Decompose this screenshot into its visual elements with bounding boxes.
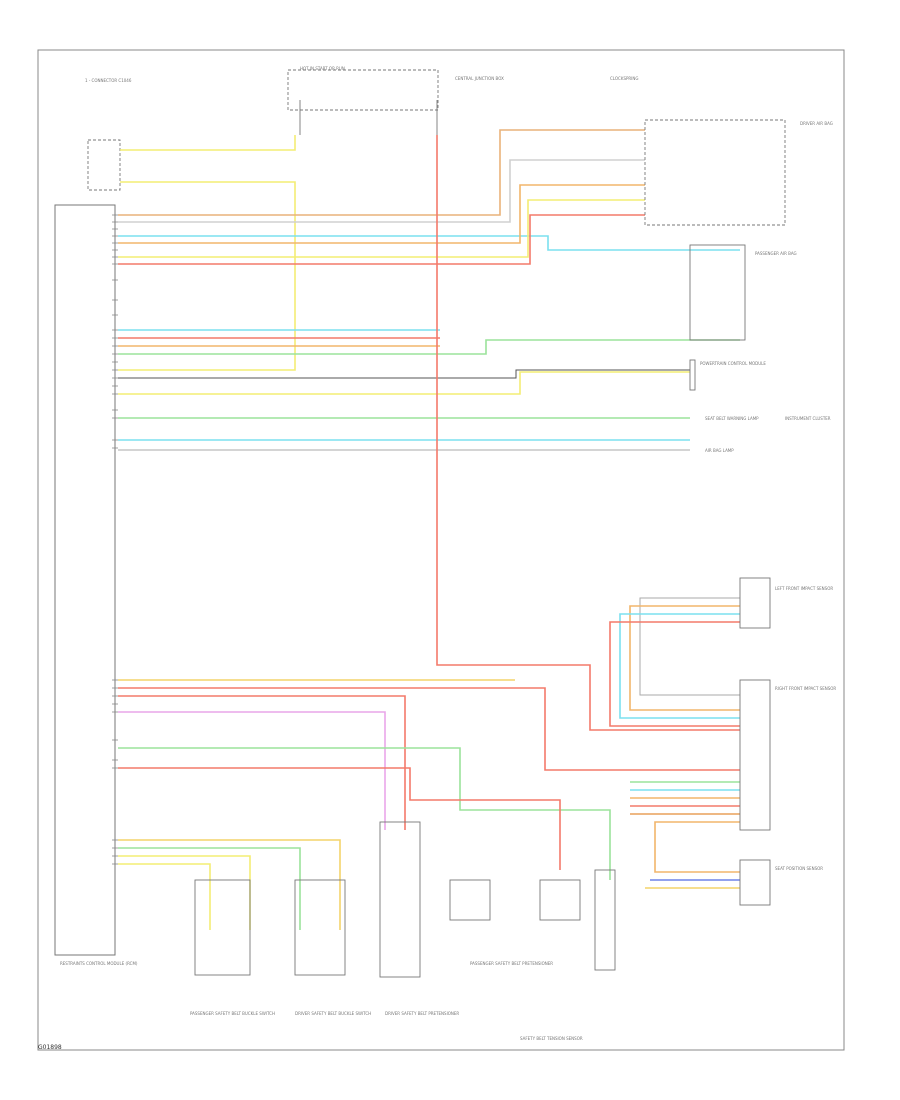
right-component-boxes xyxy=(194,119,786,978)
wire-yel-gry-switch xyxy=(120,135,296,151)
wire-brn-wht xyxy=(118,129,645,216)
footer-code: G01898 xyxy=(38,1044,62,1051)
wire-red-blk-top xyxy=(118,214,645,265)
wire-right-3 xyxy=(619,613,740,719)
svg-text:SEAT BELT WARNING LAMP: SEAT BELT WARNING LAMP xyxy=(705,416,759,421)
wire-bottom-1 xyxy=(118,839,341,930)
wire-bottom-4 xyxy=(118,863,211,930)
wire-lb-blk xyxy=(118,235,740,251)
passenger-switch-symbol xyxy=(87,139,121,191)
wire-lg-vio-switch xyxy=(118,181,296,371)
wire-tan-red-low xyxy=(118,687,740,771)
svg-text:HOT IN START OR RUN: HOT IN START OR RUN xyxy=(300,66,345,71)
svg-text:PASSENGER SAFETY BELT PRETENSI: PASSENGER SAFETY BELT PRETENSIONER xyxy=(470,961,553,966)
wire-bottom-3 xyxy=(118,855,251,930)
wire-red-trunk xyxy=(436,135,740,731)
wire-right-10 xyxy=(654,821,740,873)
wire-lg-low xyxy=(118,747,611,880)
svg-text:DRIVER SAFETY BELT PRETENSIONE: DRIVER SAFETY BELT PRETENSIONER xyxy=(385,1011,459,1016)
wire-tan-red xyxy=(118,184,645,244)
svg-text:LEFT FRONT IMPACT SENSOR: LEFT FRONT IMPACT SENSOR xyxy=(775,586,833,591)
svg-text:POWERTRAIN CONTROL MODULE: POWERTRAIN CONTROL MODULE xyxy=(700,361,766,366)
wire-gray-1 xyxy=(118,159,645,223)
wire-red-low xyxy=(118,695,406,830)
svg-text:CLOCKSPRING: CLOCKSPRING xyxy=(610,76,638,81)
wire-right-1 xyxy=(639,597,740,696)
wire-brn xyxy=(118,369,690,379)
wire-lg xyxy=(118,339,740,355)
wire-yel xyxy=(118,199,645,258)
svg-text:RESTRAINTS CONTROL MODULE (RCM: RESTRAINTS CONTROL MODULE (RCM) xyxy=(60,961,138,966)
wire-red-low2 xyxy=(118,767,561,870)
svg-text:PASSENGER SAFETY BELT BUCKLE S: PASSENGER SAFETY BELT BUCKLE SWITCH xyxy=(190,1011,275,1016)
svg-text:DRIVER AIR BAG: DRIVER AIR BAG xyxy=(800,121,833,126)
ignition-switch-symbol xyxy=(287,69,439,135)
wire-right-4 xyxy=(609,621,740,727)
wire-right-2 xyxy=(629,605,740,711)
svg-text:AIR BAG LAMP: AIR BAG LAMP xyxy=(705,448,734,453)
wire-pnk xyxy=(118,711,386,830)
tiny-labels: 1 - CONNECTOR C1046 HOT IN START OR RUN … xyxy=(60,66,836,1041)
wire-yel-2 xyxy=(118,371,690,395)
rcm-module xyxy=(54,204,118,956)
wire-bottom-2 xyxy=(118,847,301,930)
svg-text:RIGHT FRONT IMPACT SENSOR: RIGHT FRONT IMPACT SENSOR xyxy=(775,686,836,691)
svg-text:1 - CONNECTOR C1046: 1 - CONNECTOR C1046 xyxy=(85,78,132,83)
svg-text:PASSENGER AIR BAG: PASSENGER AIR BAG xyxy=(755,251,797,256)
svg-text:INSTRUMENT CLUSTER: INSTRUMENT CLUSTER xyxy=(785,416,831,421)
svg-text:CENTRAL JUNCTION BOX: CENTRAL JUNCTION BOX xyxy=(455,76,504,81)
svg-text:DRIVER SAFETY BELT BUCKLE SWIT: DRIVER SAFETY BELT BUCKLE SWITCH xyxy=(295,1011,371,1016)
svg-text:SAFETY BELT TENSION SENSOR: SAFETY BELT TENSION SENSOR xyxy=(520,1036,583,1041)
svg-text:SEAT POSITION SENSOR: SEAT POSITION SENSOR xyxy=(775,866,823,871)
diagram-border xyxy=(37,49,845,1051)
wires xyxy=(118,129,740,930)
